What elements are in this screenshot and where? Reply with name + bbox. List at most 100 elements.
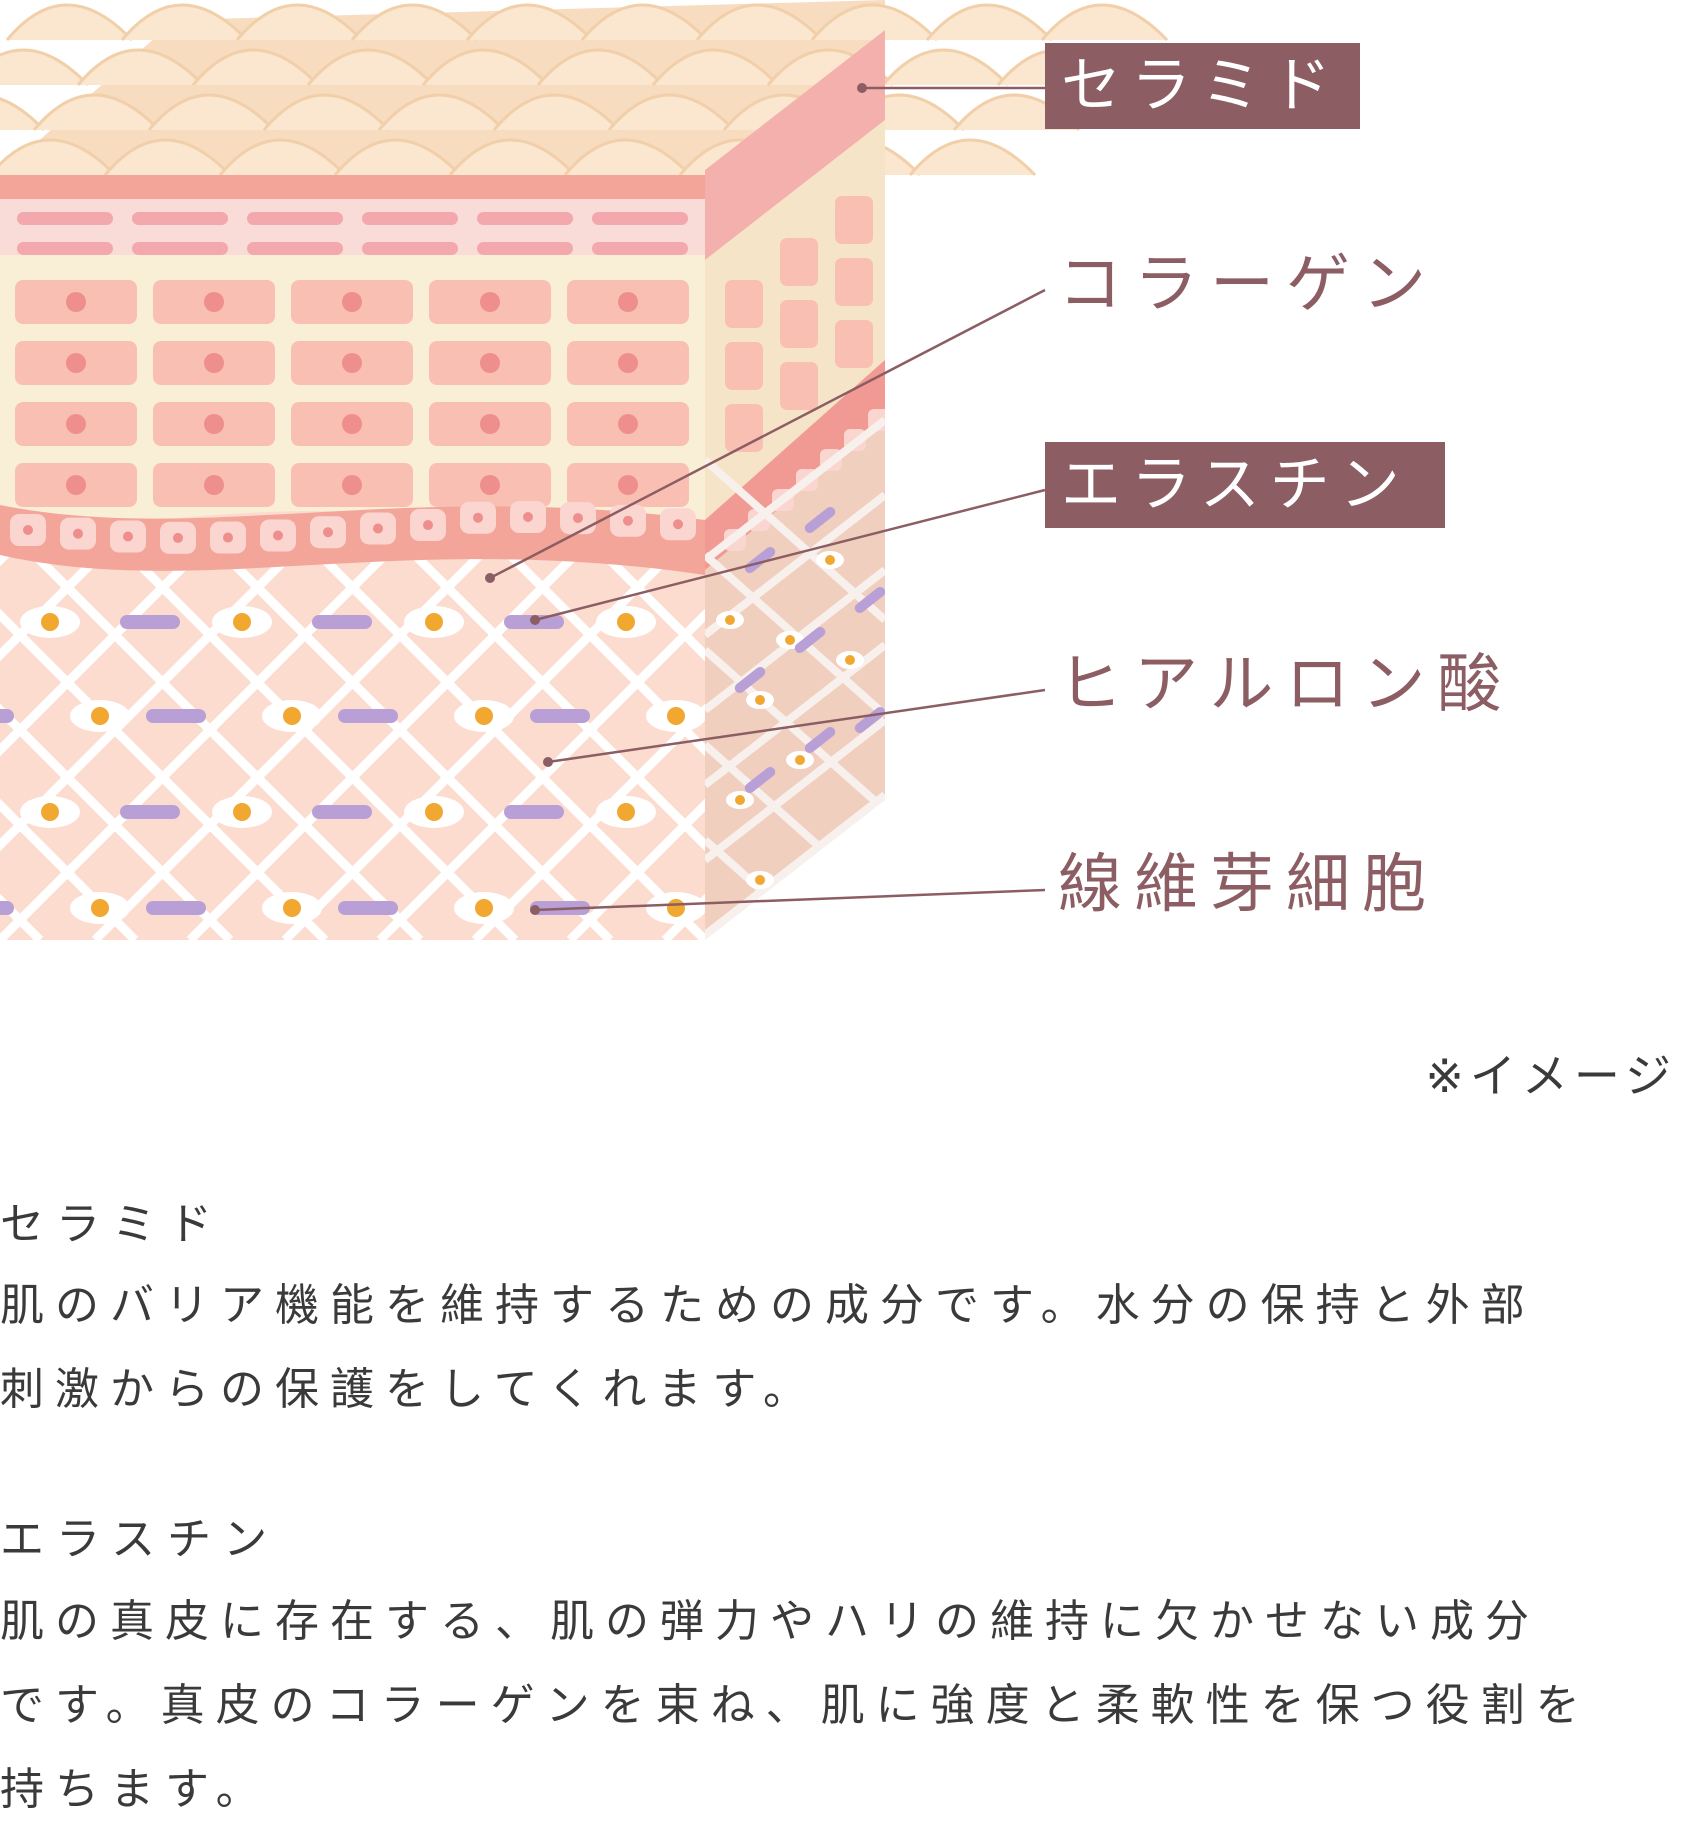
skin-scale (492, 93, 621, 132)
basal-nucleus (223, 532, 233, 543)
skin-scale (306, 48, 435, 87)
section-body-ceramide: 肌のバリア機能を維持するための成分です。水分の保持と外部 刺激からの保護をしてく… (0, 1264, 1683, 1432)
skin-scale (0, 97, 46, 132)
fibroblast-nucleus (91, 707, 109, 725)
side-fibroblast-nucleus (725, 615, 735, 625)
skin-scale (5, 3, 134, 42)
stratum-corneum (0, 0, 1169, 177)
elastin-pointer-dot (530, 615, 540, 625)
skin-scale (350, 3, 479, 42)
section-body-elastin: 肌の真皮に存在する、肌の弾力やハリの維持に欠かせない成分 です。真皮のコラーゲン… (0, 1580, 1683, 1832)
basal-nucleus (23, 525, 33, 535)
basal-nucleus (123, 531, 133, 542)
fibroblast-nucleus (425, 613, 443, 631)
elastin-fiber (120, 805, 180, 819)
side-collagen-fiber (705, 716, 885, 864)
skin-scale (465, 3, 594, 42)
side-elastin-fiber (854, 586, 885, 614)
cell-nucleus (66, 475, 86, 495)
side-fibroblast-nucleus (825, 555, 835, 565)
label-collagen: コラーゲン (1058, 248, 1438, 322)
label-ceramide: セラミド (1045, 43, 1360, 129)
basal-nucleus (73, 528, 83, 539)
skin-scale (607, 93, 736, 132)
elastin-fiber (530, 709, 590, 723)
side-elastin-fiber (744, 766, 776, 794)
fibroblast-nucleus (41, 803, 59, 821)
side-epidermis-cell (780, 362, 818, 410)
body-line: 持ちます。 (0, 1764, 271, 1815)
elastin-fiber (0, 901, 14, 915)
skin-scale (191, 48, 320, 87)
skin-scale (651, 48, 780, 87)
side-fibroblast-nucleus (845, 655, 855, 665)
fibroblast-nucleus (233, 803, 251, 821)
cell-nucleus (480, 475, 500, 495)
fibroblast-nucleus (283, 707, 301, 725)
label-elastin: エラスチン (1045, 442, 1445, 528)
basal-nucleus (473, 512, 483, 523)
elastin-fiber (0, 709, 14, 723)
fibroblast-nucleus (617, 803, 635, 821)
ceramide-lipid (592, 212, 688, 225)
body-line: 肌のバリア機能を維持するための成分です。水分の保持と外部 (0, 1280, 1536, 1331)
side-fibroblast-nucleus (755, 695, 765, 705)
basal-nucleus (623, 515, 633, 526)
fibroblast-pointer-dot (530, 905, 540, 915)
cell-nucleus (204, 353, 224, 373)
skin-scale (580, 3, 709, 42)
side-collagen-fiber (705, 791, 885, 939)
skin-scale (925, 3, 1054, 42)
fibroblast-nucleus (91, 899, 109, 917)
skin-scale (262, 93, 391, 132)
skin-scale (536, 48, 665, 87)
section-title-elastin: エラスチン (0, 1514, 280, 1565)
fibroblast-nucleus (667, 707, 685, 725)
cell-nucleus (66, 414, 86, 434)
side-elastin-fiber (804, 726, 836, 754)
fibroblast-nucleus (283, 899, 301, 917)
skin-scale (448, 138, 577, 177)
side-fibroblast-nucleus (755, 875, 765, 885)
basal-nucleus (523, 512, 533, 523)
side-collagen-fiber (705, 647, 885, 813)
basal-nucleus (273, 530, 283, 541)
side-collagen-fiber (705, 932, 885, 940)
elastin-fiber (146, 901, 206, 915)
side-collagen-fiber (705, 416, 885, 564)
skin-scale (1040, 3, 1169, 42)
cell-nucleus (342, 414, 362, 434)
side-fibroblast-nucleus (785, 635, 795, 645)
fibroblast-nucleus (425, 803, 443, 821)
side-epidermis-cell (780, 300, 818, 348)
skin-scale (377, 93, 506, 132)
skin-scale (881, 48, 1010, 87)
hyaluronic-pointer-dot (543, 757, 553, 767)
side-epidermis-cell (835, 196, 873, 244)
basal-nucleus (573, 513, 583, 524)
leader-lines (489, 86, 1046, 912)
ceramide-lipid (132, 242, 228, 255)
skin-scale (0, 48, 90, 87)
ceramide-lipid (17, 242, 113, 255)
basal-nucleus (373, 523, 383, 534)
ceramide-lipid (477, 242, 573, 255)
elastin-fiber (312, 615, 372, 629)
elastin-fiber (504, 805, 564, 819)
ceramide-lipid (247, 212, 343, 225)
elastin-fiber (338, 901, 398, 915)
skin-scale (32, 93, 161, 132)
side-epidermis-cell (725, 280, 763, 328)
cell-nucleus (618, 475, 638, 495)
cell-nucleus (66, 292, 86, 312)
fibroblast-nucleus (667, 899, 685, 917)
basal-nucleus (423, 520, 433, 531)
fibroblast-nucleus (475, 899, 493, 917)
side-epidermis-cell (725, 342, 763, 390)
ceramide-lipid (132, 212, 228, 225)
basal-nucleus (173, 532, 183, 543)
side-fibroblast-nucleus (795, 755, 805, 765)
basal-nucleus (323, 527, 333, 538)
skin-scale (563, 138, 692, 177)
collagen-fiber (566, 520, 705, 662)
